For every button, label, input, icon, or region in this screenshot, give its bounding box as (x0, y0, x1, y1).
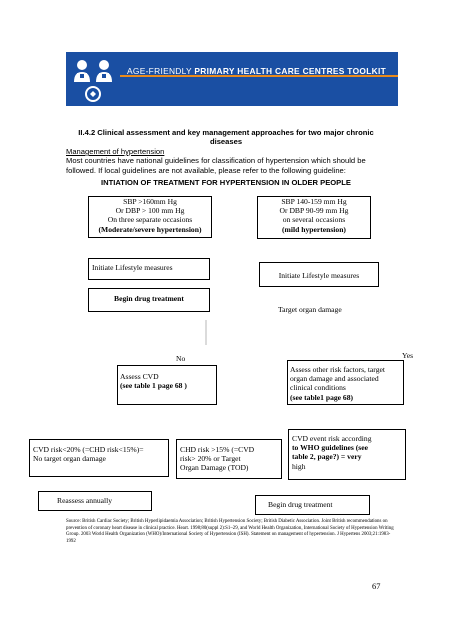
moderate-line-3: On three separate occasions (107, 215, 193, 225)
cvd-low-line-1: CVD risk<20% (=CHD risk<15%)= (33, 445, 144, 454)
chd-high-line-2: risk> 20% or Target (180, 454, 241, 464)
toolkit-title: AGE-FRIENDLY PRIMARY HEALTH CARE CENTRES… (127, 66, 387, 76)
moderate-hypertension-box: SBP >160mm Hg Or DBP > 100 mm Hg On thre… (88, 196, 212, 238)
assess-other-box: Assess other risk factors, target organ … (287, 360, 404, 405)
cvd-event-line-4: high (292, 461, 306, 471)
moderate-line-1: SBP >160mm Hg (123, 197, 177, 206)
begin-drug-box-top: Begin drug treatment (88, 288, 210, 312)
lifestyle-box-right: Initiate Lifestyle measures (259, 262, 379, 287)
begin-drug-box-bottom: Begin drug treatment (255, 495, 370, 515)
cvd-event-line-3: table 2, page?) = very (292, 452, 362, 462)
mild-line-1: SBP 140-159 mm Hg (281, 197, 347, 206)
assess-other-line-3: clinical conditions (290, 383, 346, 393)
chd-high-line-3: Organ Damage (TOD) (180, 463, 249, 473)
cvd-event-risk-box: CVD event risk according to WHO guidelin… (288, 429, 406, 480)
source-citation: Source: British Cardiac Society; British… (66, 519, 394, 544)
cvd-low-risk-box: CVD risk<20% (=CHD risk<15%)= No target … (29, 439, 169, 477)
cvd-event-line-2: to WHO guidelines (see (292, 443, 369, 453)
cvd-low-line-2: No target organ damage (33, 454, 106, 464)
chd-high-risk-box: CHD risk >15% (=CVD risk> 20% or Target … (176, 439, 282, 479)
moderate-line-4: (Moderate/severe hypertension) (98, 224, 202, 234)
assess-other-line-4: (see table1 page 68) (290, 392, 354, 402)
mild-hypertension-box: SBP 140-159 mm Hg Or DBP 90-99 mm Hg on … (257, 196, 371, 239)
mild-line-2: Or DBP 90-99 mm Hg (279, 206, 349, 216)
two-people-logo-icon (66, 52, 120, 106)
assess-cvd-line-2: (see table 1 page 68 ) (120, 381, 187, 391)
reassess-annually-box: Reassess annually (38, 491, 152, 511)
flowchart-title: INTIATION OF TREATMENT FOR HYPERTENSION … (101, 178, 351, 187)
moderate-line-2: Or DBP > 100 mm Hg (115, 206, 185, 216)
mild-line-4: (mild hypertension) (282, 224, 346, 234)
assess-cvd-line-1: Assess CVD (120, 372, 159, 381)
assess-cvd-box: Assess CVD (see table 1 page 68 ) (117, 365, 217, 405)
cvd-event-line-1: CVD event risk according (292, 434, 372, 443)
intro-paragraph: Most countries have national guidelines … (66, 156, 366, 175)
assess-other-line-1: Assess other risk factors, target (290, 365, 385, 374)
target-organ-label: Target organ damage (278, 305, 342, 314)
page-number: 67 (372, 582, 381, 591)
chd-high-line-1: CHD risk >15% (=CVD (180, 445, 255, 454)
section-heading: II.4.2 Clinical assessment and key manag… (78, 128, 374, 146)
lifestyle-box-left: Initiate Lifestyle measures (88, 258, 210, 280)
assess-other-line-2: organ damage and associated (290, 374, 379, 384)
no-label: No (176, 354, 186, 363)
mild-line-3: on several occasions (282, 215, 346, 225)
yes-label: Yes (402, 351, 414, 360)
accent-divider (120, 75, 398, 77)
section-subheading: Management of hypertension (66, 147, 165, 156)
header-banner: AGE-FRIENDLY PRIMARY HEALTH CARE CENTRES… (66, 52, 398, 106)
